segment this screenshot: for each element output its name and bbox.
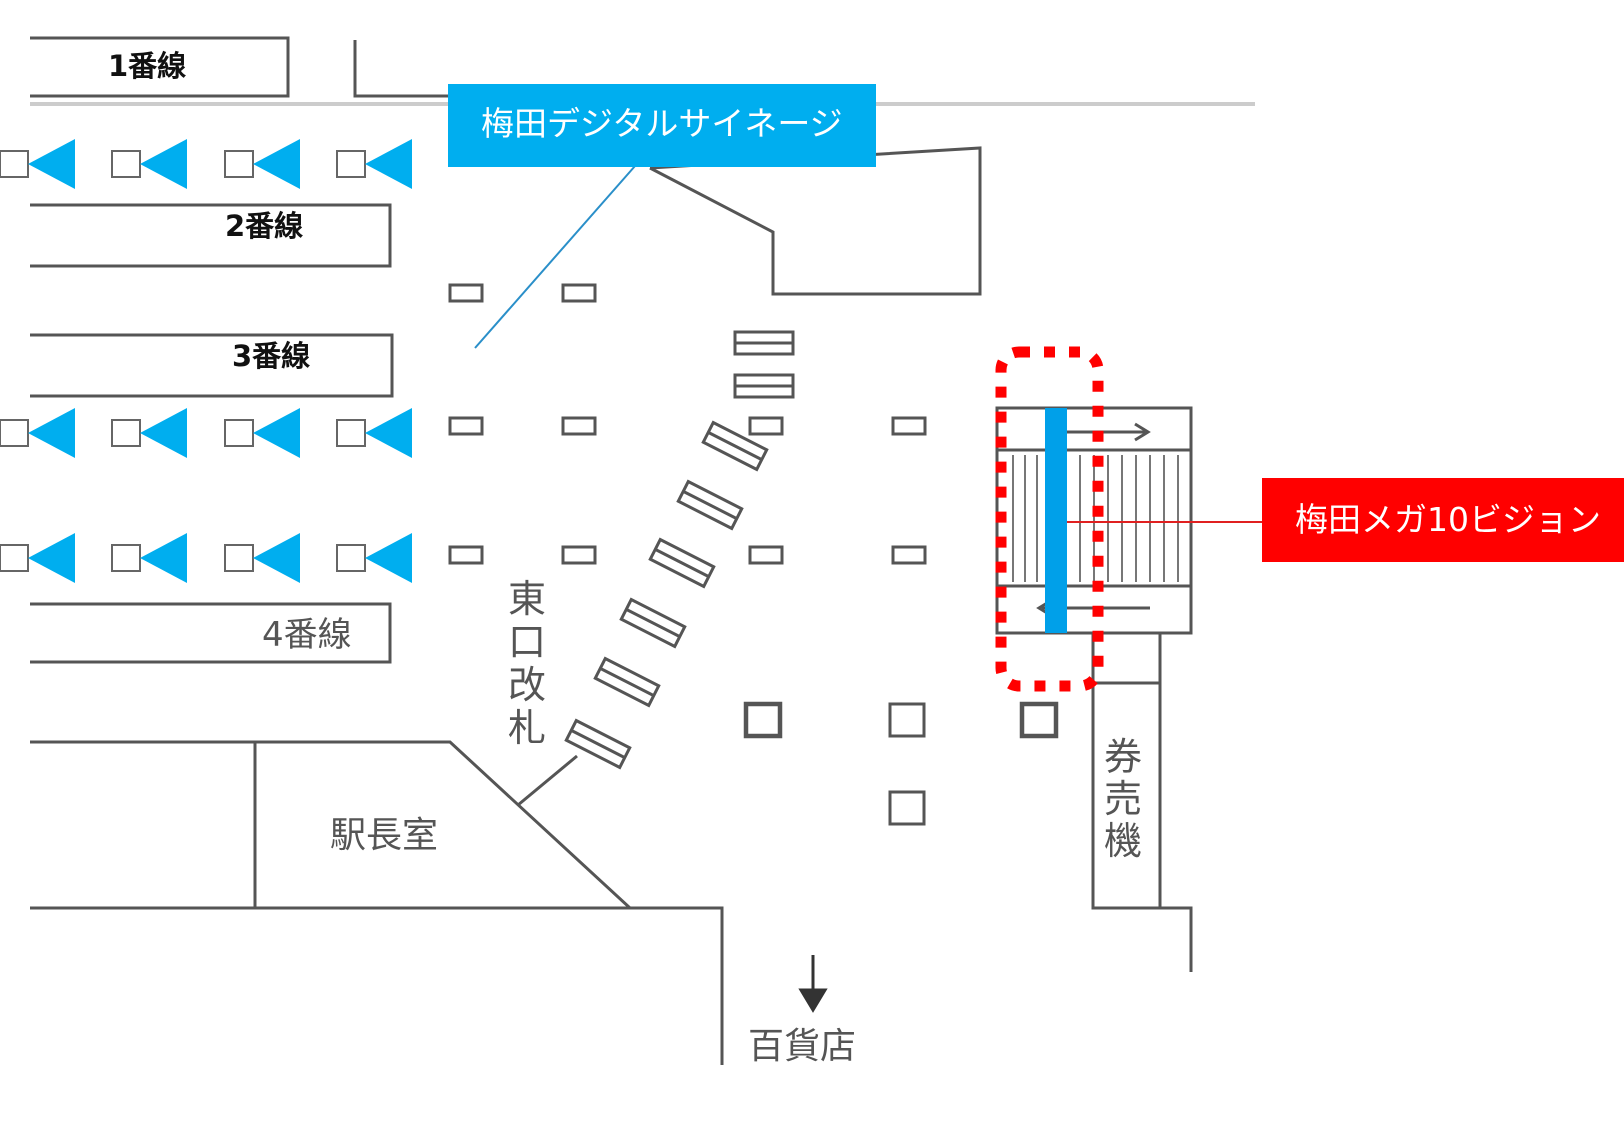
mega-vision-screen: [1045, 408, 1067, 633]
pillar-square-icon: [561, 416, 597, 436]
pillar-square-icon: [561, 545, 597, 565]
gate-connector-line: [517, 754, 578, 807]
pillar-square-icon: [561, 283, 597, 303]
station-master-room-label: 駅長室: [330, 815, 438, 856]
platform-1-right-bracket: [353, 40, 450, 98]
east-gate-char-3: 改: [508, 663, 546, 707]
track-4-label: 4番線: [262, 615, 352, 655]
building-structure: [649, 146, 982, 296]
ticket-machine-area: [1091, 633, 1193, 972]
pillar-square-icon: [448, 283, 484, 303]
mega-vision-callout-box: [1262, 478, 1624, 562]
pillar-square-icon: [448, 416, 484, 436]
direction-marker-icon: [111, 533, 187, 583]
pillars: [448, 283, 1059, 826]
east-gate-char-1: 東: [508, 577, 546, 621]
platform-4-outline: [30, 602, 392, 664]
direction-marker-icon: [0, 139, 75, 189]
direction-marker-icon: [336, 139, 412, 189]
east-gate-char-4: 札: [508, 706, 546, 750]
pillar-square-icon: [1019, 701, 1059, 739]
pillar-square-icon: [748, 545, 784, 565]
pillar-square-icon: [891, 545, 927, 565]
ticket-gate-icon: [701, 420, 769, 472]
ticket-gate-icon: [733, 330, 795, 356]
direction-marker-icon: [336, 408, 412, 458]
platform-3-outline: [30, 333, 394, 398]
ticket-machine-char-2: 売: [1104, 777, 1142, 821]
pillar-square-icon: [743, 701, 783, 739]
direction-markers: [0, 139, 412, 583]
ticket-gate-icon: [733, 373, 795, 399]
department-store-arrow-icon: [798, 955, 828, 1013]
platform-1-outline: [30, 36, 290, 98]
digital-signage-leader-line: [474, 165, 636, 349]
arrow-right-head-icon: [1134, 422, 1151, 442]
ticket-gate-icon: [619, 597, 687, 649]
direction-marker-icon: [0, 533, 75, 583]
direction-marker-icon: [0, 408, 75, 458]
pillar-square-icon: [888, 790, 926, 826]
track-3-label: 3番線: [232, 339, 310, 373]
ticket-gate-icon: [676, 479, 744, 531]
station-master-room: [30, 740, 634, 910]
track-1-label: 1番線: [108, 49, 186, 83]
direction-marker-icon: [224, 408, 300, 458]
direction-marker-icon: [224, 139, 300, 189]
stair-treads: [1012, 455, 1179, 582]
track-2-label: 2番線: [225, 209, 303, 243]
ticket-gates: [564, 330, 795, 770]
lower-corridor-wall: [630, 906, 724, 1065]
ticket-machine-char-3: 機: [1104, 819, 1142, 863]
ticket-machine-char-1: 券: [1104, 735, 1142, 779]
mega-vision-highlight-frame: [995, 346, 1104, 692]
pillar-square-icon: [448, 545, 484, 565]
direction-marker-icon: [336, 533, 412, 583]
ticket-gate-icon: [593, 656, 661, 708]
platform-2-outline: [30, 203, 392, 268]
direction-marker-icon: [111, 139, 187, 189]
pillar-square-icon: [891, 416, 927, 436]
pillar-square-icon: [748, 416, 784, 436]
ticket-gate-icon: [564, 718, 632, 770]
direction-marker-icon: [111, 408, 187, 458]
pillar-square-icon: [888, 702, 926, 738]
direction-marker-icon: [224, 533, 300, 583]
east-gate-char-2: 口: [508, 620, 546, 664]
digital-signage-callout-text: 梅田デジタルサイネージ: [481, 104, 843, 143]
department-store-label: 百貨店: [748, 1026, 856, 1067]
digital-signage-callout-box: [448, 84, 876, 167]
ticket-gate-icon: [648, 537, 716, 589]
mega-vision-callout-text: 梅田メガ10ビジョン: [1295, 500, 1601, 539]
